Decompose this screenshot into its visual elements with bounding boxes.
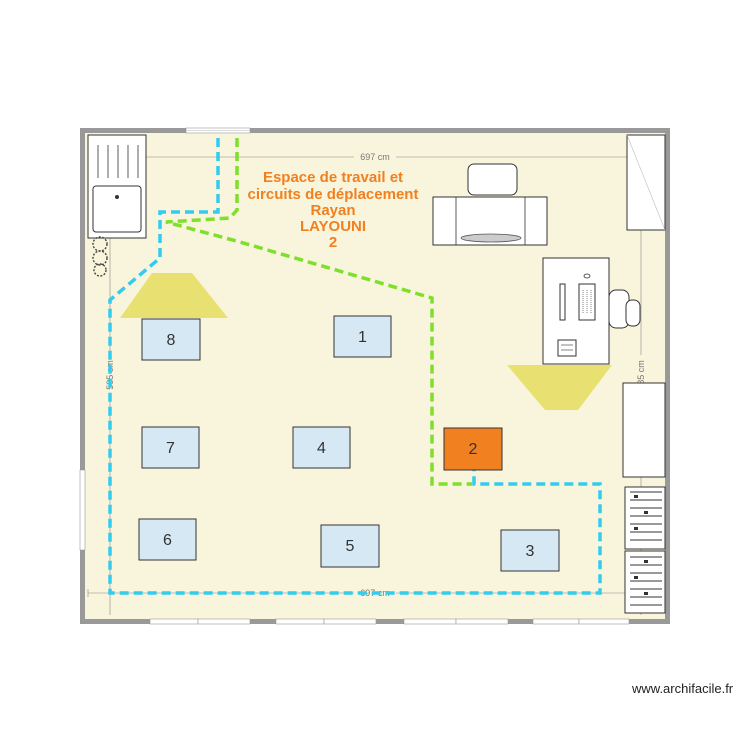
computer-desk [542, 257, 641, 365]
title-line-2: circuits de déplacement [248, 186, 419, 203]
dishwasher-icon [92, 236, 108, 277]
table-3-label: 3 [526, 543, 535, 560]
table-2: 2 [443, 427, 503, 471]
table-8-label: 8 [167, 332, 176, 349]
dimension-left-label: 585 cm [105, 360, 115, 390]
green-path [165, 138, 472, 486]
table-7-label: 7 [166, 440, 175, 457]
cabinet-top-right [626, 134, 666, 231]
bookshelf-right [624, 486, 666, 614]
table-6: 6 [138, 518, 197, 561]
table-5: 5 [320, 524, 380, 568]
table-3: 3 [500, 529, 560, 572]
bottom-windows [149, 618, 630, 625]
title-line-1: Espace de travail et [263, 169, 403, 186]
table-6-label: 6 [163, 532, 172, 549]
dimension-top-label: 697 cm [360, 152, 390, 162]
lamp-right [507, 365, 612, 410]
title-line-4: LAYOUNI [300, 218, 366, 235]
title-line-3: Rayan [310, 202, 355, 219]
table-4: 4 [292, 426, 351, 469]
blue-path [108, 138, 602, 595]
lamp-left [120, 273, 228, 318]
table-2-label: 2 [469, 441, 478, 458]
top-window [185, 127, 251, 134]
sink [87, 134, 147, 239]
table-7: 7 [141, 426, 200, 469]
teacher-desk [432, 163, 548, 246]
table-8: 8 [141, 318, 201, 361]
table-1-label: 1 [358, 329, 367, 346]
cabinet-mid-right [622, 382, 666, 478]
table-1: 1 [333, 315, 392, 358]
plan-title: Espace de travail et circuits de déplace… [248, 169, 419, 251]
left-window [79, 469, 86, 551]
watermark-link[interactable]: www.archifacile.fr [632, 681, 734, 696]
table-5-label: 5 [346, 538, 355, 555]
title-line-5: 2 [329, 234, 337, 251]
dimension-right-label: 585 cm [636, 360, 646, 390]
table-4-label: 4 [317, 440, 326, 457]
